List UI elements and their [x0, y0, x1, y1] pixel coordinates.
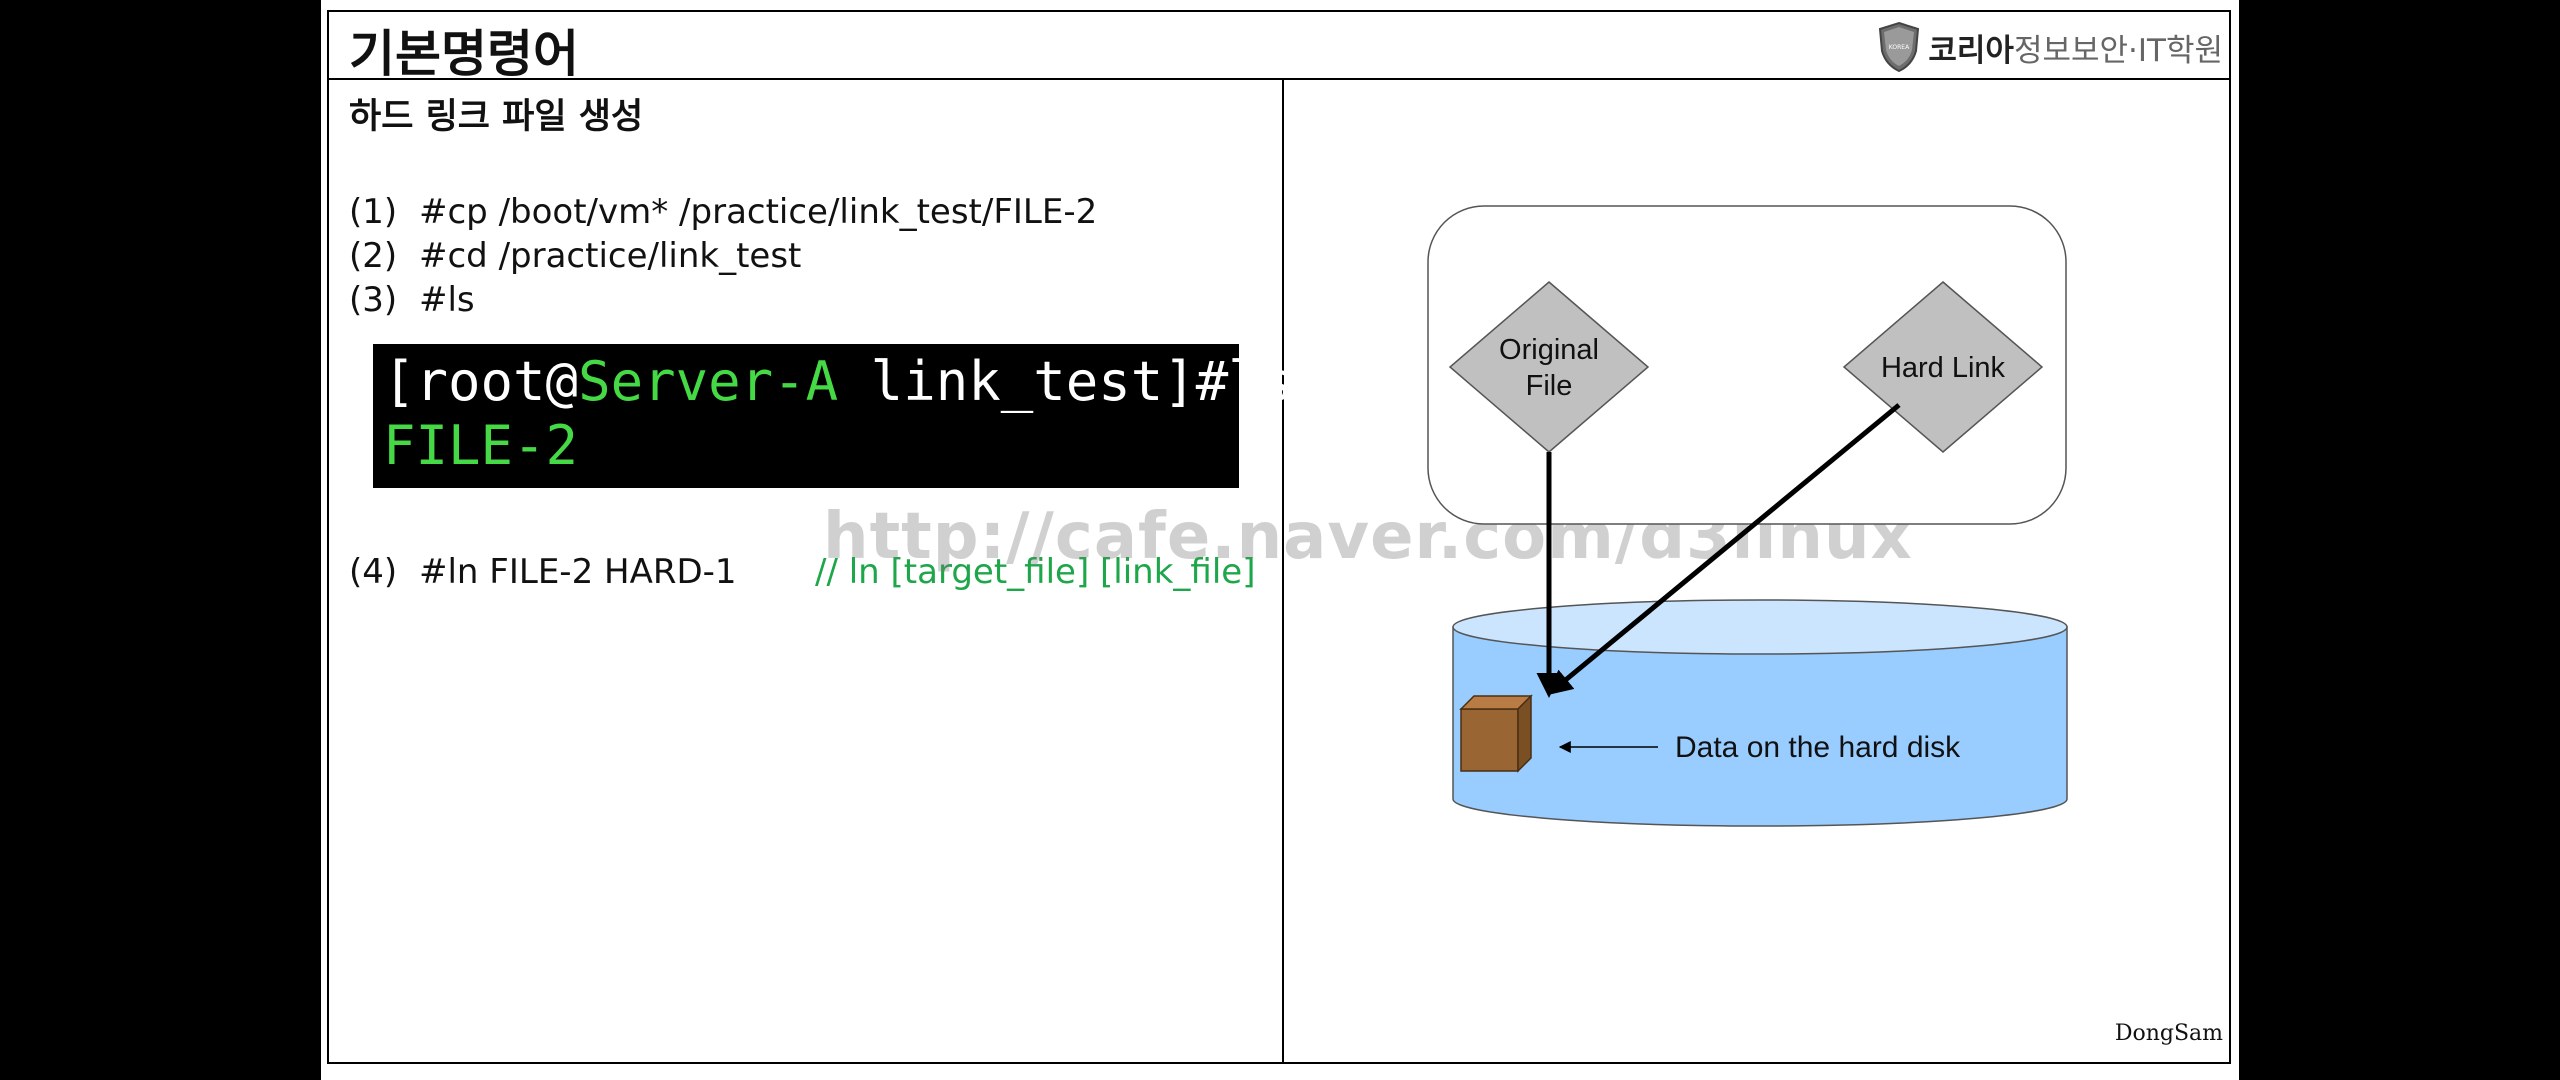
- step-1: (1) #cp /boot/vm* /practice/link_test/FIL…: [349, 190, 1097, 234]
- step-2: (2) #cd /practice/link_test: [349, 234, 801, 278]
- step-number: (2): [349, 236, 398, 276]
- svg-text:KOREA: KOREA: [1889, 44, 1910, 51]
- page-title: 기본명령어: [349, 25, 579, 83]
- logo-brand: 코리아정보보안·IT학원: [1928, 32, 2223, 69]
- slide: 기본명령어 KOREA 코리아정보보안·IT학원 하드 링크 파일 생성 (1)…: [321, 0, 2239, 1080]
- step-number: (4): [349, 552, 398, 592]
- section-title: 하드 링크 파일 생성: [349, 97, 644, 137]
- column-divider: [1282, 79, 1284, 1064]
- step-4: (4) #ln FILE-2 HARD-1 // ln [target_file]…: [349, 550, 1255, 594]
- step-command: #ln FILE-2 HARD-1: [419, 552, 737, 592]
- step-3: (3) #ls: [349, 278, 475, 322]
- directory-box: [1427, 205, 2067, 525]
- original-file-label-1: Original: [1499, 334, 1599, 366]
- step-comment: // ln [target_file] [link_file]: [815, 552, 1256, 592]
- disk-data-label: Data on the hard disk: [1675, 731, 1961, 764]
- step-command: #cd /practice/link_test: [419, 236, 802, 276]
- original-file-label-2: File: [1526, 370, 1573, 402]
- author-credit: DongSam: [2114, 1021, 2223, 1046]
- shield-logo-icon: KOREA: [1879, 21, 1920, 73]
- step-number: (1): [349, 192, 398, 232]
- academy-logo: KOREA 코리아정보보안·IT학원: [1878, 20, 2223, 74]
- terminal-output: FILE-2: [383, 414, 579, 477]
- step-command: #cp /boot/vm* /practice/link_test/FILE-2: [419, 192, 1098, 232]
- hard-link-diagram: Original File Hard Link Data on the hard…: [1427, 205, 2068, 827]
- hardlink-to-data-arrow: [1547, 403, 1901, 696]
- terminal-screenshot: [root@Server-A link_test]#ls FILE-2: [373, 344, 1294, 488]
- step-number: (3): [349, 280, 398, 320]
- hard-disk: [1452, 599, 2068, 827]
- slide-frame: 기본명령어 KOREA 코리아정보보안·IT학원 하드 링크 파일 생성 (1)…: [327, 10, 2231, 1064]
- data-block-icon: [1459, 694, 1533, 773]
- step-command: #ls: [419, 280, 475, 320]
- hard-link-label: Hard Link: [1881, 352, 2006, 384]
- terminal-prompt-line: [root@Server-A link_test]#ls: [383, 350, 1294, 413]
- header-divider: [329, 78, 2229, 80]
